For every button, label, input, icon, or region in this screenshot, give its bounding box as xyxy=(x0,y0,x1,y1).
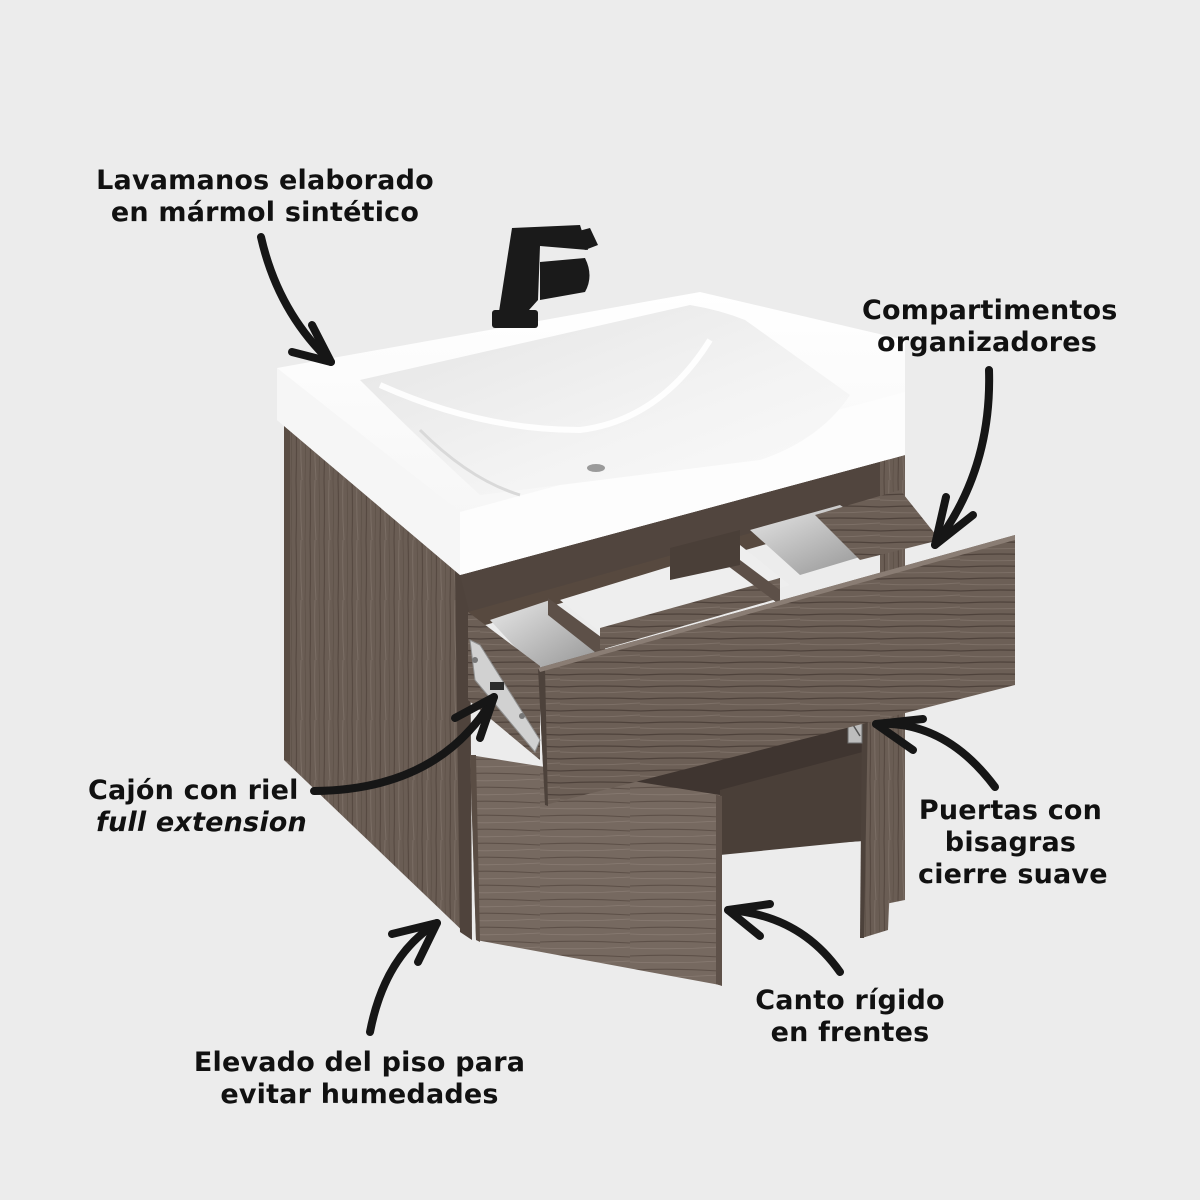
open-drawer xyxy=(468,490,1015,806)
callout-line: bisagras xyxy=(944,827,1077,858)
callout-line: Compartimentos xyxy=(862,295,1118,326)
arrow-elevado-icon xyxy=(366,919,441,1036)
callout-line: Cajón con riel xyxy=(88,775,299,806)
callout-puertas: Puertas con bisagras cierre suave xyxy=(918,795,1108,891)
callout-line: organizadores xyxy=(877,327,1097,358)
callout-line: en mármol sintético xyxy=(110,197,420,228)
callout-line: en frentes xyxy=(770,1017,930,1048)
callout-line: evitar humedades xyxy=(220,1079,499,1110)
callout-cajon: Cajón con riel full extension xyxy=(88,775,307,839)
arrow-compartimentos-icon xyxy=(931,366,994,549)
callout-compartimentos: Compartimentos organizadores xyxy=(862,295,1118,359)
faucet xyxy=(492,225,598,328)
callout-canto: Canto rígido en frentes xyxy=(755,985,945,1049)
callout-line: Puertas con xyxy=(918,795,1103,826)
callout-line: Elevado del piso para xyxy=(193,1047,526,1078)
callout-elevado: Elevado del piso para evitar humedades xyxy=(192,1047,527,1111)
arrow-cajon-icon xyxy=(310,693,498,795)
callout-line-italic: full extension xyxy=(96,807,307,838)
drain-icon xyxy=(587,464,605,472)
left-door xyxy=(470,755,722,986)
callout-line: Canto rígido xyxy=(755,985,945,1016)
callout-line: cierre suave xyxy=(918,859,1108,890)
right-door xyxy=(860,700,898,938)
arrow-canto-icon xyxy=(724,900,844,976)
callout-lavamanos: Lavamanos elaborado en mármol sintético xyxy=(95,165,435,229)
cabinet-side-panel xyxy=(284,422,472,940)
arrow-lavamanos-icon xyxy=(257,233,335,366)
drawer-rail xyxy=(469,639,541,753)
callout-line: Lavamanos elaborado xyxy=(96,165,434,196)
arrow-puertas-icon xyxy=(872,715,999,791)
basin xyxy=(277,292,905,575)
